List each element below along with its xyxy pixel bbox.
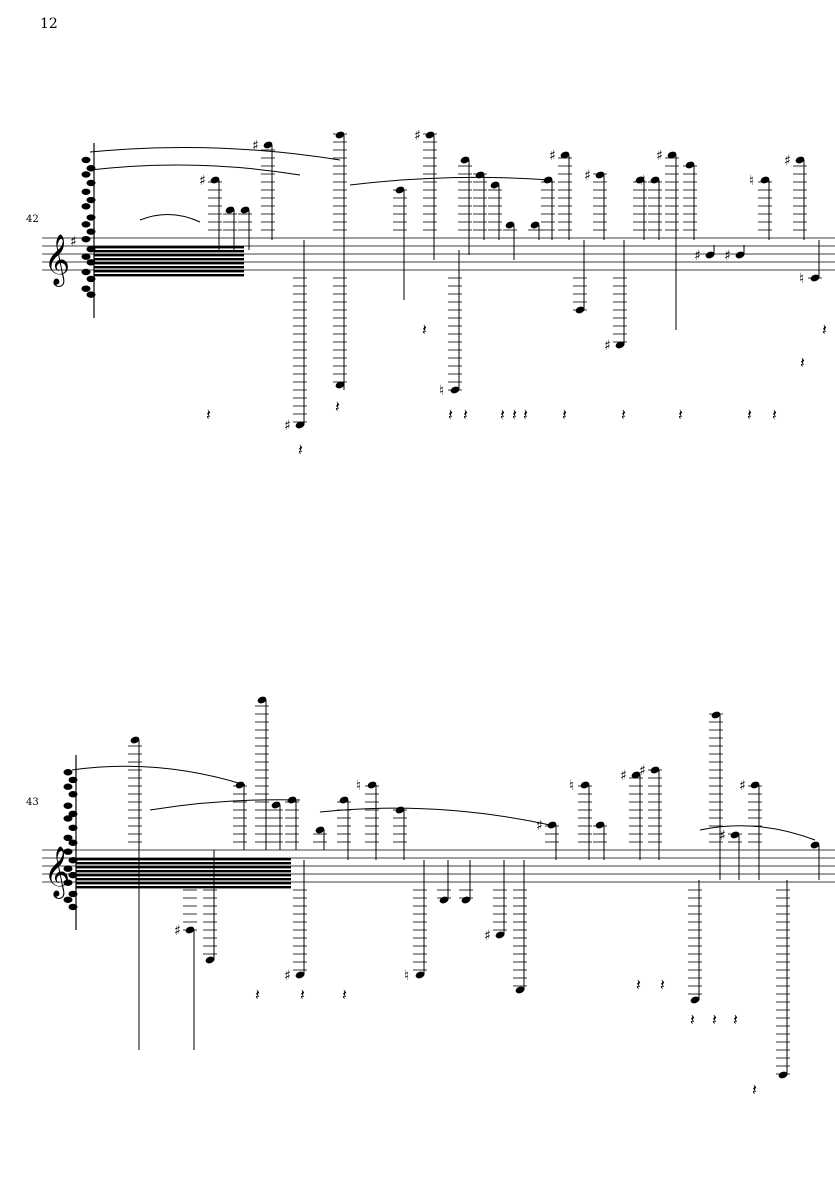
quarter-rest-icon: 𝄽 (298, 440, 303, 459)
notehead (64, 865, 73, 871)
quarter-rest-icon: 𝄽 (463, 405, 468, 424)
slur (320, 808, 550, 825)
beam (76, 882, 291, 884)
slur (700, 826, 815, 840)
notehead (64, 879, 73, 885)
notehead (82, 171, 91, 177)
beam (94, 274, 244, 276)
sharp-icon: ♯ (284, 418, 291, 434)
slur (90, 148, 340, 161)
treble-clef-icon: 𝄞 (44, 234, 70, 287)
notehead (64, 815, 73, 821)
notehead (82, 285, 91, 291)
slur (140, 214, 200, 222)
sharp-icon: ♯ (656, 148, 663, 164)
sharp-icon: ♮ (356, 778, 361, 794)
quarter-rest-icon: 𝄽 (562, 405, 567, 424)
beam (76, 866, 291, 868)
sharp-icon: ♯ (604, 338, 611, 354)
beam (94, 266, 244, 268)
sharp-icon: ♯ (584, 168, 591, 184)
slur (90, 165, 300, 175)
quarter-rest-icon: 𝄽 (300, 985, 305, 1004)
slur (72, 766, 245, 785)
quarter-rest-icon: 𝄽 (448, 405, 453, 424)
beam (94, 246, 244, 248)
notehead (64, 784, 73, 790)
notehead (82, 157, 91, 163)
sharp-icon: ♯ (639, 173, 646, 189)
sharp-icon: ♮ (439, 383, 444, 399)
beam (76, 878, 291, 880)
quarter-rest-icon: 𝄽 (660, 975, 665, 994)
notehead (82, 236, 91, 242)
sharp-icon: ♮ (569, 778, 574, 794)
sharp-icon: ♯ (784, 153, 791, 169)
beam (76, 874, 291, 876)
sharp-icon: ♯ (739, 778, 746, 794)
quarter-rest-icon: 𝄽 (747, 405, 752, 424)
notehead (82, 221, 91, 227)
beam (94, 258, 244, 260)
quarter-rest-icon: 𝄽 (206, 405, 211, 424)
sharp-icon: ♯ (414, 128, 421, 144)
quarter-rest-icon: 𝄽 (678, 405, 683, 424)
quarter-rest-icon: 𝄽 (342, 985, 347, 1004)
sharp-icon: ♮ (404, 968, 409, 984)
quarter-rest-icon: 𝄽 (422, 320, 427, 339)
sharp-icon: ♯ (536, 818, 543, 834)
notehead (64, 848, 73, 854)
beam (94, 250, 244, 252)
sharp-icon: ♯ (252, 138, 259, 154)
quarter-rest-icon: 𝄽 (690, 1010, 695, 1029)
notehead (64, 803, 73, 809)
sharp-icon: ♯ (719, 828, 726, 844)
slur (350, 177, 550, 185)
sharp-icon: ♮ (799, 271, 804, 287)
beam (94, 270, 244, 272)
notehead (82, 253, 91, 259)
notehead (64, 769, 73, 775)
sharp-icon: ♯ (724, 248, 731, 264)
beam (94, 254, 244, 256)
notehead (82, 203, 91, 209)
sharp-icon: ♮ (749, 173, 754, 189)
notehead (64, 897, 73, 903)
quarter-rest-icon: 𝄽 (335, 397, 340, 416)
sharp-icon: ♯ (199, 173, 206, 189)
quarter-rest-icon: 𝄽 (636, 975, 641, 994)
staff-system-2: 𝄞♯♯♮♮♯♯♮♯♯♯♯𝄽𝄽𝄽𝄽𝄽𝄽𝄽𝄽𝄽 (42, 695, 835, 1099)
staff-system-1: 𝄞♯♯♯♯♯♮♯♯♯♯♯♯♯♮♯♮𝄽𝄽𝄽𝄽𝄽𝄽𝄽𝄽𝄽𝄽𝄽𝄽𝄽𝄽𝄽𝄽 (42, 128, 835, 459)
quarter-rest-icon: 𝄽 (512, 405, 517, 424)
beam (76, 862, 291, 864)
quarter-rest-icon: 𝄽 (822, 320, 827, 339)
quarter-rest-icon: 𝄽 (712, 1010, 717, 1029)
sharp-icon: ♯ (284, 968, 291, 984)
beam (76, 858, 291, 860)
key-signature-sharp-icon: ♯ (70, 234, 77, 250)
quarter-rest-icon: 𝄽 (772, 405, 777, 424)
notehead (82, 269, 91, 275)
beam (94, 262, 244, 264)
sharp-icon: ♯ (174, 923, 181, 939)
quarter-rest-icon: 𝄽 (523, 405, 528, 424)
quarter-rest-icon: 𝄽 (621, 405, 626, 424)
quarter-rest-icon: 𝄽 (800, 353, 805, 372)
sharp-icon: ♯ (694, 248, 701, 264)
sharp-icon: ♯ (620, 768, 627, 784)
notehead (82, 189, 91, 195)
quarter-rest-icon: 𝄽 (752, 1080, 757, 1099)
beam (76, 870, 291, 872)
quarter-rest-icon: 𝄽 (500, 405, 505, 424)
sharp-icon: ♯ (639, 763, 646, 779)
quarter-rest-icon: 𝄽 (733, 1010, 738, 1029)
sharp-icon: ♯ (484, 928, 491, 944)
quarter-rest-icon: 𝄽 (255, 985, 260, 1004)
beam (76, 886, 291, 888)
sharp-icon: ♯ (549, 148, 556, 164)
